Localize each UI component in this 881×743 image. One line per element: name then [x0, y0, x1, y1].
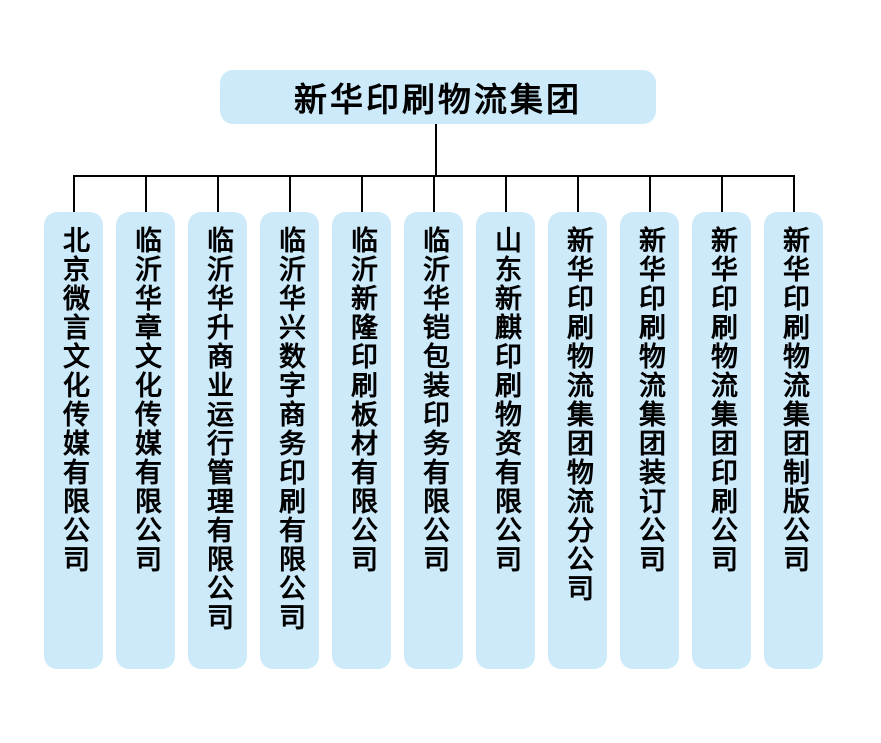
- connector-stem: [435, 124, 437, 175]
- connector-drop-8: [577, 175, 579, 212]
- connector-drop-1: [73, 175, 75, 212]
- connector-drop-2: [145, 175, 147, 212]
- child-node-4-label: 临沂华兴数字商务印刷有限公司: [275, 226, 306, 632]
- child-node-2: 临沂华章文化传媒有限公司: [116, 212, 175, 669]
- child-node-10: 新华印刷物流集团印刷公司: [692, 212, 751, 669]
- connector-drop-5: [361, 175, 363, 212]
- child-node-3: 临沂华升商业运行管理有限公司: [188, 212, 247, 669]
- child-node-11: 新华印刷物流集团制版公司: [764, 212, 823, 669]
- child-node-7: 山东新麒印刷物资有限公司: [476, 212, 535, 669]
- child-node-9: 新华印刷物流集团装订公司: [620, 212, 679, 669]
- root-node: 新华印刷物流集团: [220, 70, 656, 124]
- connector-drop-6: [433, 175, 435, 212]
- child-node-3-label: 临沂华升商业运行管理有限公司: [203, 226, 234, 632]
- root-node-label: 新华印刷物流集团: [294, 81, 582, 118]
- child-node-5-label: 临沂新隆印刷板材有限公司: [347, 226, 378, 574]
- child-node-10-label: 新华印刷物流集团印刷公司: [707, 226, 738, 574]
- child-node-11-label: 新华印刷物流集团制版公司: [779, 226, 810, 574]
- child-node-6: 临沂华铠包装印务有限公司: [404, 212, 463, 669]
- connector-drop-3: [217, 175, 219, 212]
- connector-drop-10: [721, 175, 723, 212]
- child-node-8-label: 新华印刷物流集团物流分公司: [563, 226, 594, 603]
- connector-drop-7: [505, 175, 507, 212]
- child-node-5: 临沂新隆印刷板材有限公司: [332, 212, 391, 669]
- child-node-7-label: 山东新麒印刷物资有限公司: [491, 226, 522, 574]
- child-node-8: 新华印刷物流集团物流分公司: [548, 212, 607, 669]
- child-node-1-label: 北京微言文化传媒有限公司: [59, 226, 90, 574]
- child-node-4: 临沂华兴数字商务印刷有限公司: [260, 212, 319, 669]
- child-node-9-label: 新华印刷物流集团装订公司: [635, 226, 666, 574]
- connector-drop-4: [289, 175, 291, 212]
- child-node-6-label: 临沂华铠包装印务有限公司: [419, 226, 450, 574]
- connector-drop-11: [793, 175, 795, 212]
- connector-drop-9: [649, 175, 651, 212]
- child-node-2-label: 临沂华章文化传媒有限公司: [131, 226, 162, 574]
- child-node-1: 北京微言文化传媒有限公司: [44, 212, 103, 669]
